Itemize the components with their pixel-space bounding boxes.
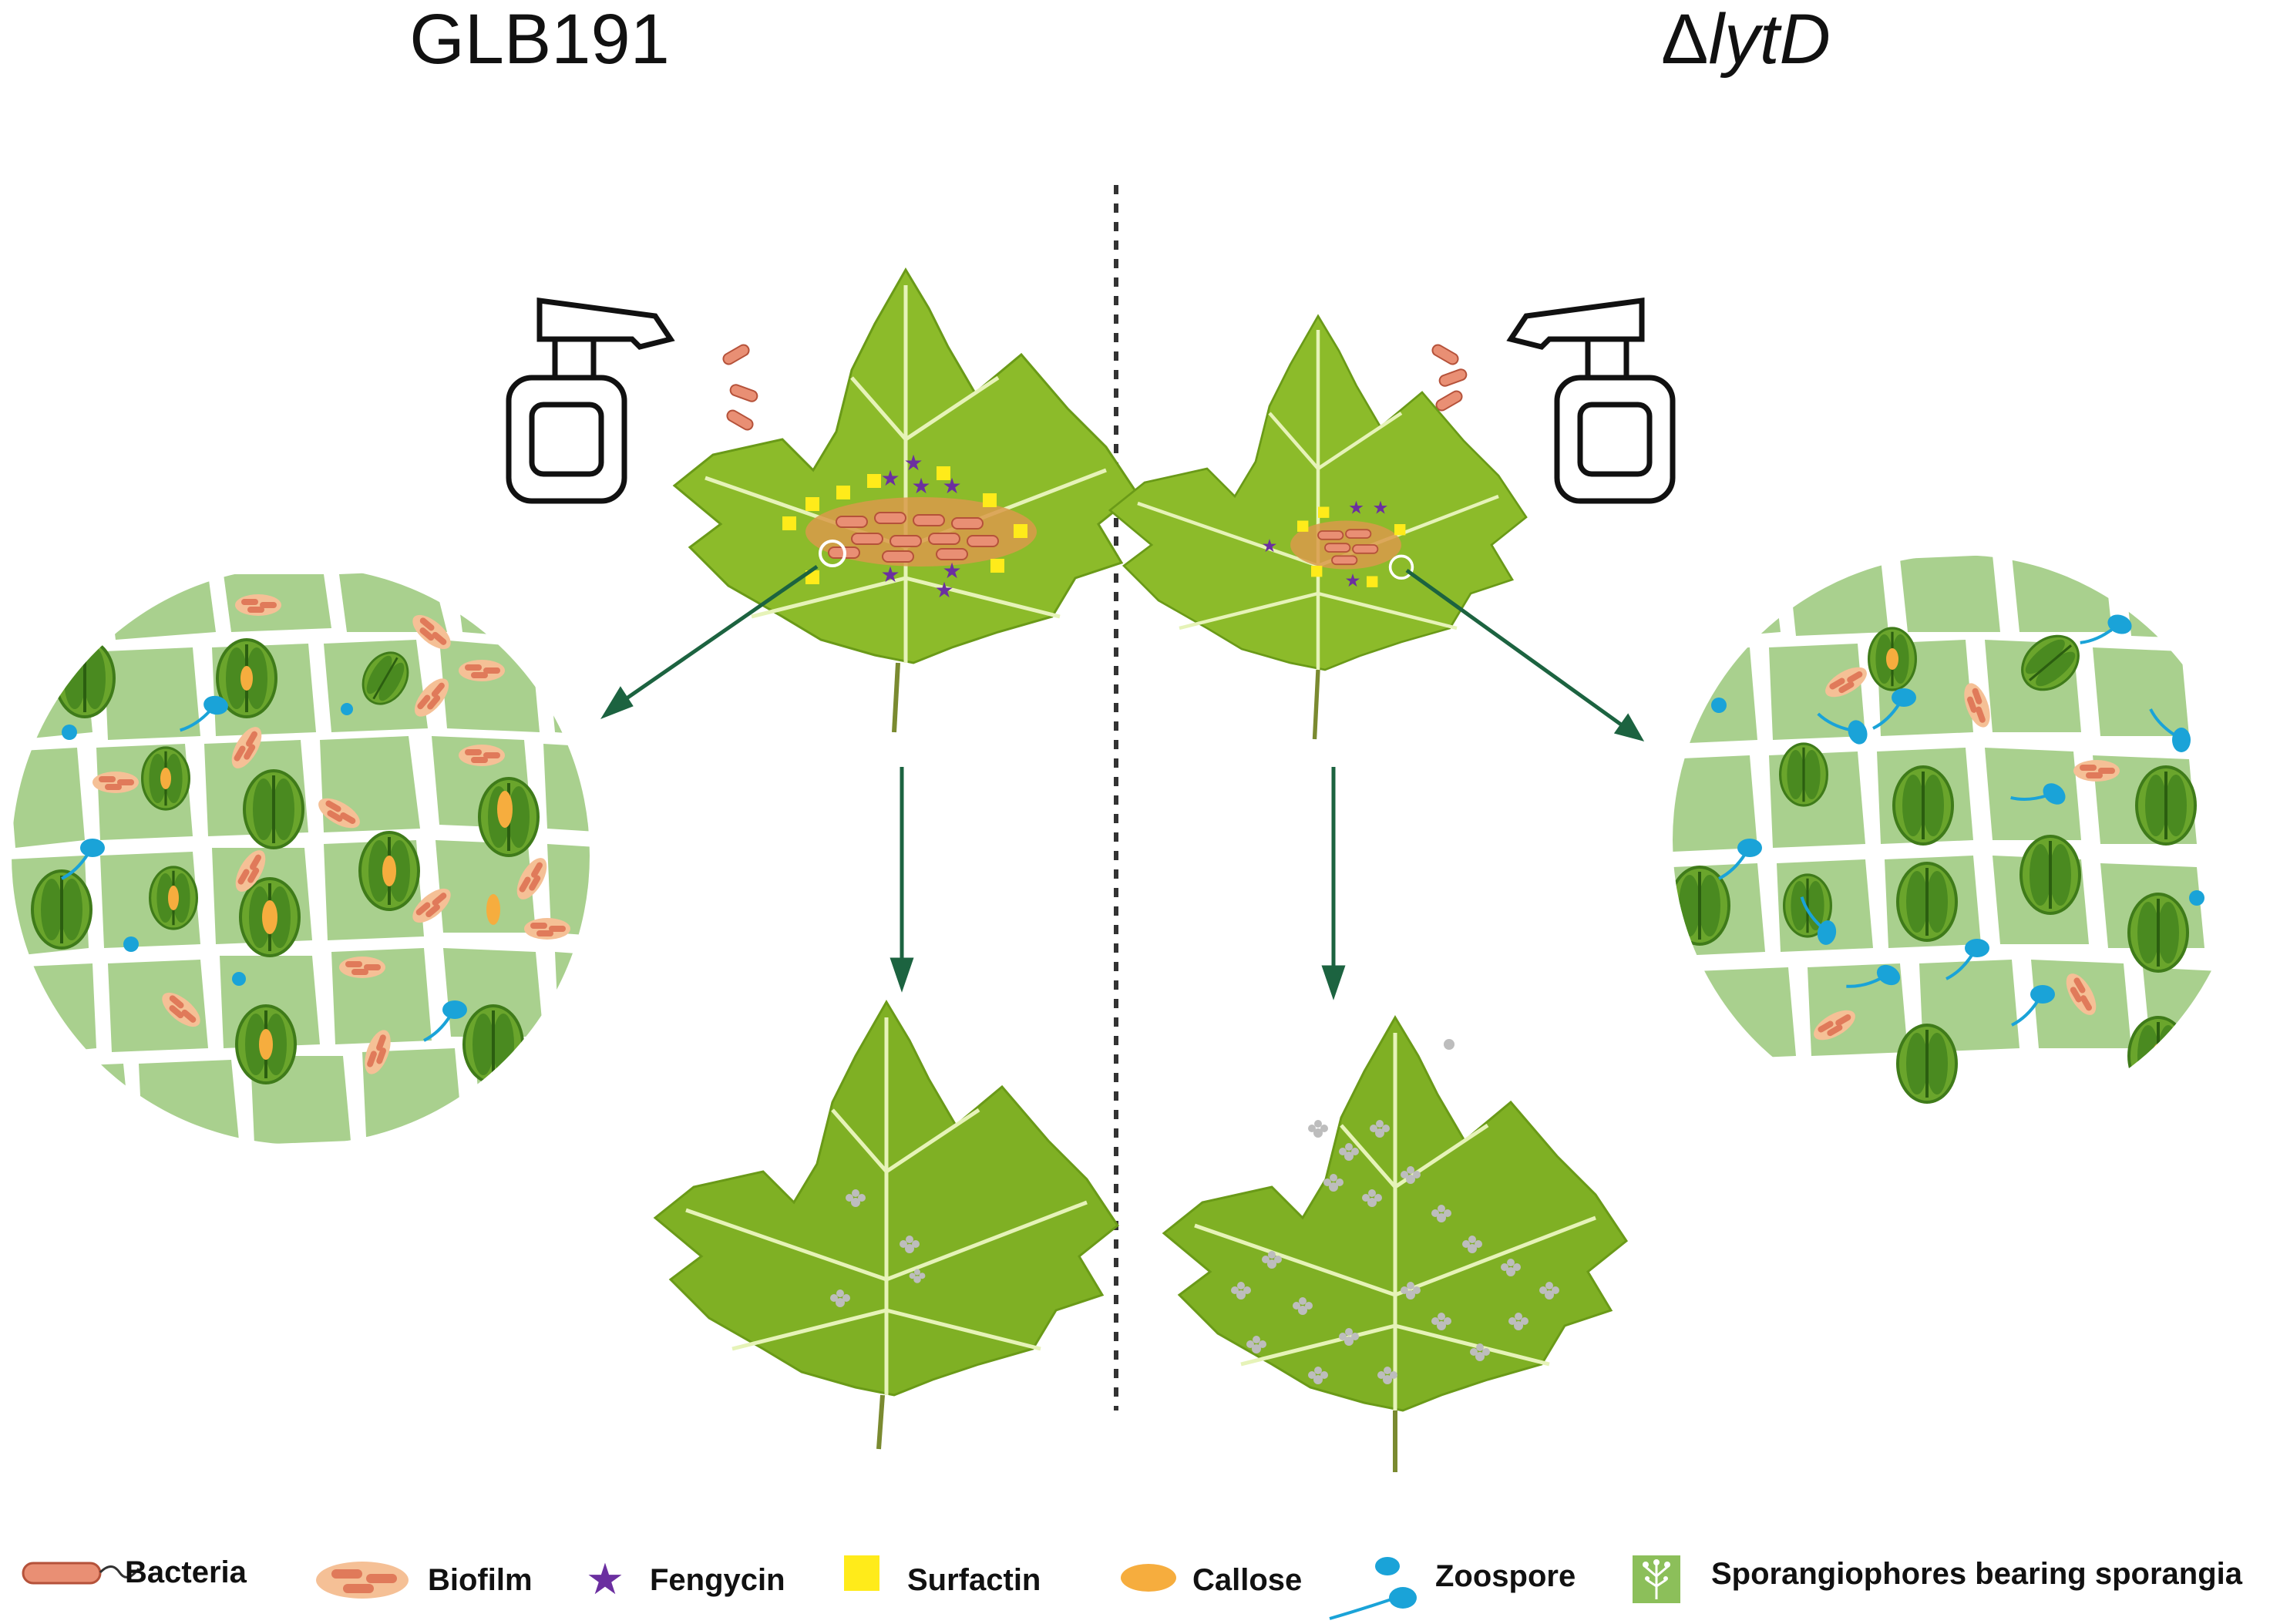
svg-text:★: ★ xyxy=(934,577,953,603)
biofilm-icon xyxy=(316,1562,409,1599)
legend-item-surfactin: Surfactin xyxy=(844,1555,1041,1597)
sprayed-bacteria-left xyxy=(720,341,760,433)
arrow-down-right xyxy=(1321,767,1346,1000)
leaf-result-lytd xyxy=(1162,1016,1628,1472)
svg-text:★: ★ xyxy=(942,473,961,499)
legend-item-zoospore: Zoospore xyxy=(1329,1557,1576,1620)
arrow-to-zoom-right xyxy=(1405,568,1645,741)
zoospore-icon xyxy=(1329,1557,1417,1620)
zoom-view-lytd xyxy=(1673,555,2243,1125)
svg-text:★: ★ xyxy=(942,558,961,583)
callose-icon xyxy=(1121,1564,1176,1592)
svg-text:★: ★ xyxy=(911,473,930,499)
leaf-treated-lytd: ★ ★ ★ ★ xyxy=(1108,314,1528,740)
floating-sporangium xyxy=(1444,1039,1454,1050)
sporangiophore-icon xyxy=(1633,1555,1680,1603)
legend-item-biofilm: Biofilm xyxy=(316,1562,533,1599)
legend-item-bacteria: Bacteria xyxy=(22,1555,247,1589)
arrow-down-left xyxy=(890,767,914,993)
svg-text:★: ★ xyxy=(1348,497,1364,519)
legend-label-callose: Callose xyxy=(1192,1563,1302,1597)
legend-label-zoospore: Zoospore xyxy=(1435,1559,1576,1593)
spray-bottle-icon xyxy=(1506,298,1676,504)
legend-item-fengycin: ★ Fengycin xyxy=(586,1555,785,1605)
panel-title-lytd: ΔlytD xyxy=(1661,0,1831,79)
arrow-to-zoom-left xyxy=(600,564,819,720)
legend-label-surfactin: Surfactin xyxy=(907,1563,1041,1597)
svg-text:★: ★ xyxy=(1345,570,1361,591)
legend-label-bacteria: Bacteria xyxy=(125,1555,247,1589)
leaf-treated-glb191: ★★★ ★★★★ xyxy=(673,268,1138,733)
legend-item-sporangiophores: Sporangiophores bearing sporangia xyxy=(1633,1555,2243,1603)
panel-title-glb191: GLB191 xyxy=(409,0,670,79)
bacteria-icon xyxy=(22,1562,140,1585)
svg-text:★: ★ xyxy=(880,466,900,491)
square-icon xyxy=(844,1555,879,1591)
legend-label-biofilm: Biofilm xyxy=(428,1563,533,1597)
spray-bottle-icon xyxy=(506,298,675,504)
leaf-result-glb191 xyxy=(654,1000,1119,1450)
legend-item-callose: Callose xyxy=(1121,1563,1302,1597)
legend: Bacteria Biofilm ★ Fengycin Surfactin Ca… xyxy=(22,1555,2243,1620)
svg-text:★: ★ xyxy=(1262,535,1278,556)
sprayed-bacteria-right xyxy=(1429,341,1469,414)
legend-label-fengycin: Fengycin xyxy=(650,1563,785,1597)
svg-text:★: ★ xyxy=(880,562,900,587)
svg-text:★: ★ xyxy=(1373,497,1389,519)
star-icon: ★ xyxy=(586,1555,624,1605)
legend-label-sporangiophores: Sporangiophores bearing sporangia xyxy=(1711,1557,2243,1591)
svg-text:★: ★ xyxy=(903,450,923,476)
zoom-view-glb191 xyxy=(12,567,590,1145)
